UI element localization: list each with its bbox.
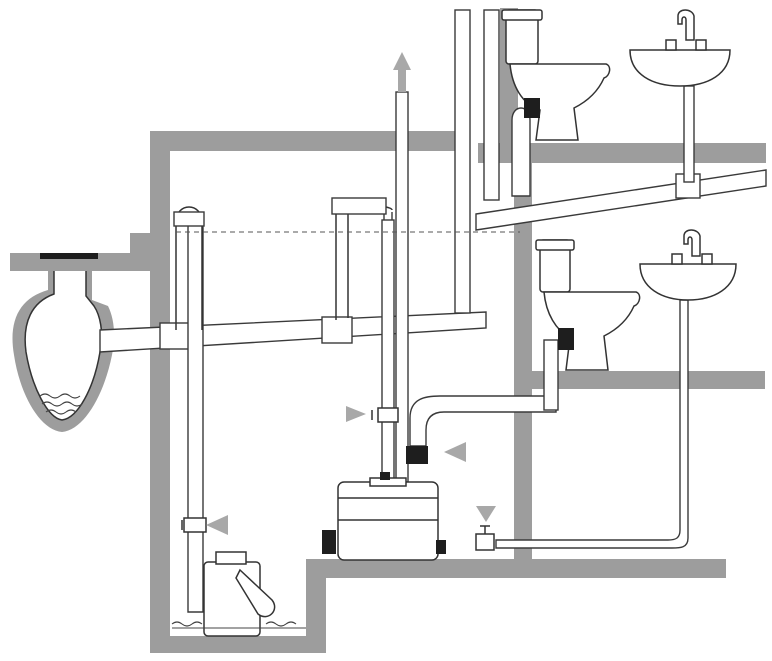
toilet-lower xyxy=(535,239,641,371)
valve-pump-discharge xyxy=(181,517,207,533)
triangle-pointer-icon xyxy=(476,506,496,522)
vent-pipe xyxy=(393,52,411,483)
sink-lower xyxy=(639,229,737,301)
pump-discharge-loop xyxy=(173,206,205,613)
building-walls xyxy=(10,8,766,653)
triangle-pointer-icon xyxy=(444,442,466,462)
upper-basin-pipe xyxy=(683,85,695,183)
basin-drain-pipe xyxy=(495,299,689,549)
sink-upper xyxy=(629,9,731,87)
lifting-station xyxy=(322,446,446,561)
triangle-pointer-icon xyxy=(346,406,366,422)
upper-wc-pipe xyxy=(511,107,531,197)
up-arrow-icon xyxy=(393,52,411,92)
lower-wc-pipe xyxy=(409,339,559,447)
valve-vent xyxy=(371,407,399,423)
sewer-manhole xyxy=(12,253,115,432)
toilet-upper xyxy=(501,9,611,141)
triangle-pointer-icon xyxy=(206,515,228,535)
sump-pump xyxy=(171,551,306,637)
valve-inlet xyxy=(475,525,495,551)
vertical-stack xyxy=(454,9,500,314)
